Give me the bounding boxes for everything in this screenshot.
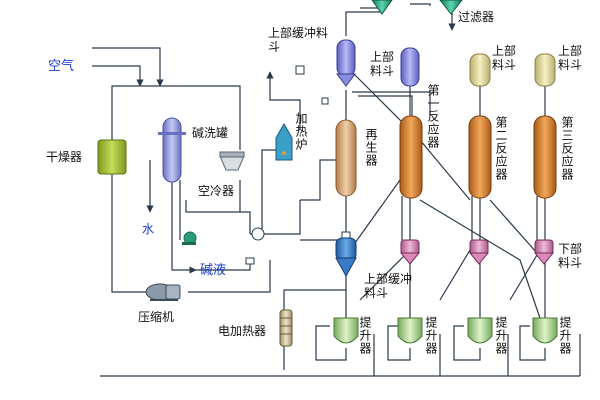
dryer-vessel — [97, 139, 127, 175]
air-cooler-label: 空冷器 — [198, 184, 235, 198]
air-cooler-vessel — [219, 151, 245, 171]
compressor-machine — [145, 283, 181, 301]
upper-hopper-3-label: 上部料斗 — [558, 44, 583, 72]
upper-hopper-3-vessel — [534, 53, 556, 87]
valves — [245, 65, 351, 265]
upper-buffer-hopper-top-vessel — [336, 39, 356, 87]
dryer-label: 干燥器 — [46, 150, 83, 164]
upper-hopper-2-label: 上部料斗 — [492, 44, 517, 72]
air-label: 空气 — [48, 59, 75, 74]
compressor-label: 压缩机 — [138, 310, 175, 324]
upper-buffer-hopper-bottom-vessel — [335, 237, 357, 278]
reactor-3-vessel — [533, 115, 557, 199]
lift-3-label: 提升器 — [494, 316, 508, 355]
lower-hoppers — [399, 239, 555, 265]
upper-hopper-1-vessel — [400, 47, 420, 87]
regenerator-label: 再生器 — [364, 128, 378, 167]
heating-furnace-vessel — [275, 122, 293, 161]
electric-heater-label: 电加热器 — [218, 324, 267, 338]
filter-vessels — [371, 0, 463, 15]
lift-4-label: 提升器 — [558, 316, 572, 355]
upper-buffer-hopper-top-label: 上部缓冲料斗 — [268, 26, 329, 54]
upper-buffer-hopper-bottom-label: 上部缓冲料斗 — [364, 272, 413, 300]
lower-hopper-label: 下部料斗 — [558, 242, 583, 270]
reactor-3-label: 第三反应器 — [560, 116, 574, 181]
lift-2-label: 提升器 — [424, 316, 438, 355]
caustic-wash-tank-label: 碱洗罐 — [192, 126, 229, 140]
reactor-1-vessel — [399, 115, 423, 199]
lift-vessels — [333, 317, 558, 344]
reactor-2-vessel — [468, 115, 492, 199]
pump — [182, 231, 197, 245]
upper-hopper-1-label: 上部料斗 — [370, 50, 395, 78]
caustic-liquid-label: 碱液 — [200, 263, 227, 278]
filter-label: 过滤器 — [458, 10, 495, 24]
caustic-wash-tank-vessel — [158, 117, 186, 183]
water-label: 水 — [142, 222, 155, 236]
regenerator-vessel — [335, 119, 357, 197]
lift-1-label: 提升器 — [358, 316, 372, 355]
electric-heater-vessel — [279, 309, 293, 347]
reactor-1-label: 第一反应器 — [426, 84, 440, 149]
pipe-network — [92, 3, 581, 377]
heating-furnace-label: 加热炉 — [294, 112, 308, 151]
upper-hopper-2-vessel — [469, 53, 491, 87]
reactor-2-label: 第二反应器 — [494, 116, 508, 181]
